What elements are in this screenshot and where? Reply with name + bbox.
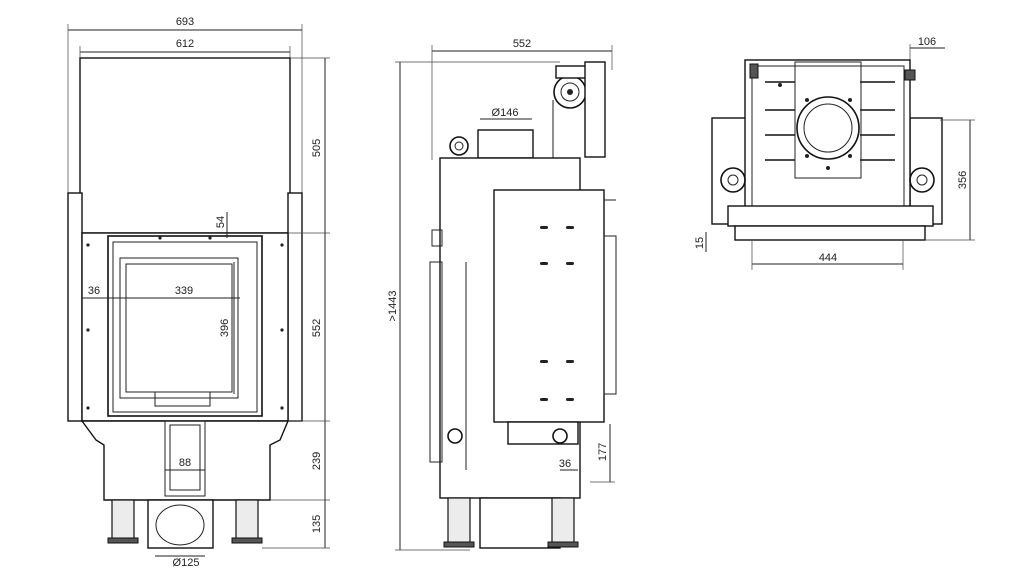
front-leg-right xyxy=(235,499,259,541)
dim-ash-width: 88 xyxy=(179,457,191,469)
front-hood xyxy=(79,57,291,234)
dim-width-outer: 693 xyxy=(176,16,194,28)
front-wing-right xyxy=(287,192,303,422)
left-control-knob xyxy=(720,167,746,193)
dim-gap-top: 54 xyxy=(215,216,227,228)
dim-inner-width: 444 xyxy=(819,252,837,264)
top-front-plate xyxy=(734,225,926,241)
dim-glass-height: 396 xyxy=(219,319,231,337)
side-outlet xyxy=(477,129,534,159)
dim-outlet-diameter: Ø146 xyxy=(492,107,519,119)
front-flue xyxy=(147,499,214,549)
dim-height-top: 505 xyxy=(311,139,323,157)
front-wing-left xyxy=(67,192,83,422)
top-view: 106 xyxy=(694,36,975,270)
dim-width-frame: 612 xyxy=(176,38,194,50)
side-view: 552 >1443 Ø146 xyxy=(387,38,617,551)
dim-glass-offset: 36 xyxy=(88,285,100,297)
dim-right-margin: 106 xyxy=(918,36,936,48)
side-lower-chamber xyxy=(479,497,561,549)
dim-height-legs: 135 xyxy=(311,515,323,533)
dim-air-offset: 36 xyxy=(559,458,571,470)
side-door-panel xyxy=(493,189,605,423)
dim-bottom-gap: 15 xyxy=(694,237,706,249)
fan-icon xyxy=(553,61,606,158)
dim-air-height: 177 xyxy=(597,443,609,461)
dim-depth-356: 356 xyxy=(957,171,969,189)
dim-height-base: 239 xyxy=(311,452,323,470)
dim-height-door: 552 xyxy=(311,319,323,337)
front-view: 693 612 xyxy=(67,16,330,569)
dim-glass-width: 339 xyxy=(175,285,193,297)
front-leg-left xyxy=(111,499,135,541)
right-control-knob xyxy=(909,167,935,193)
dim-flue-diameter: Ø125 xyxy=(173,557,200,569)
front-glass xyxy=(119,257,239,399)
dim-depth: 552 xyxy=(513,38,531,50)
dim-total-height: >1443 xyxy=(387,291,399,322)
